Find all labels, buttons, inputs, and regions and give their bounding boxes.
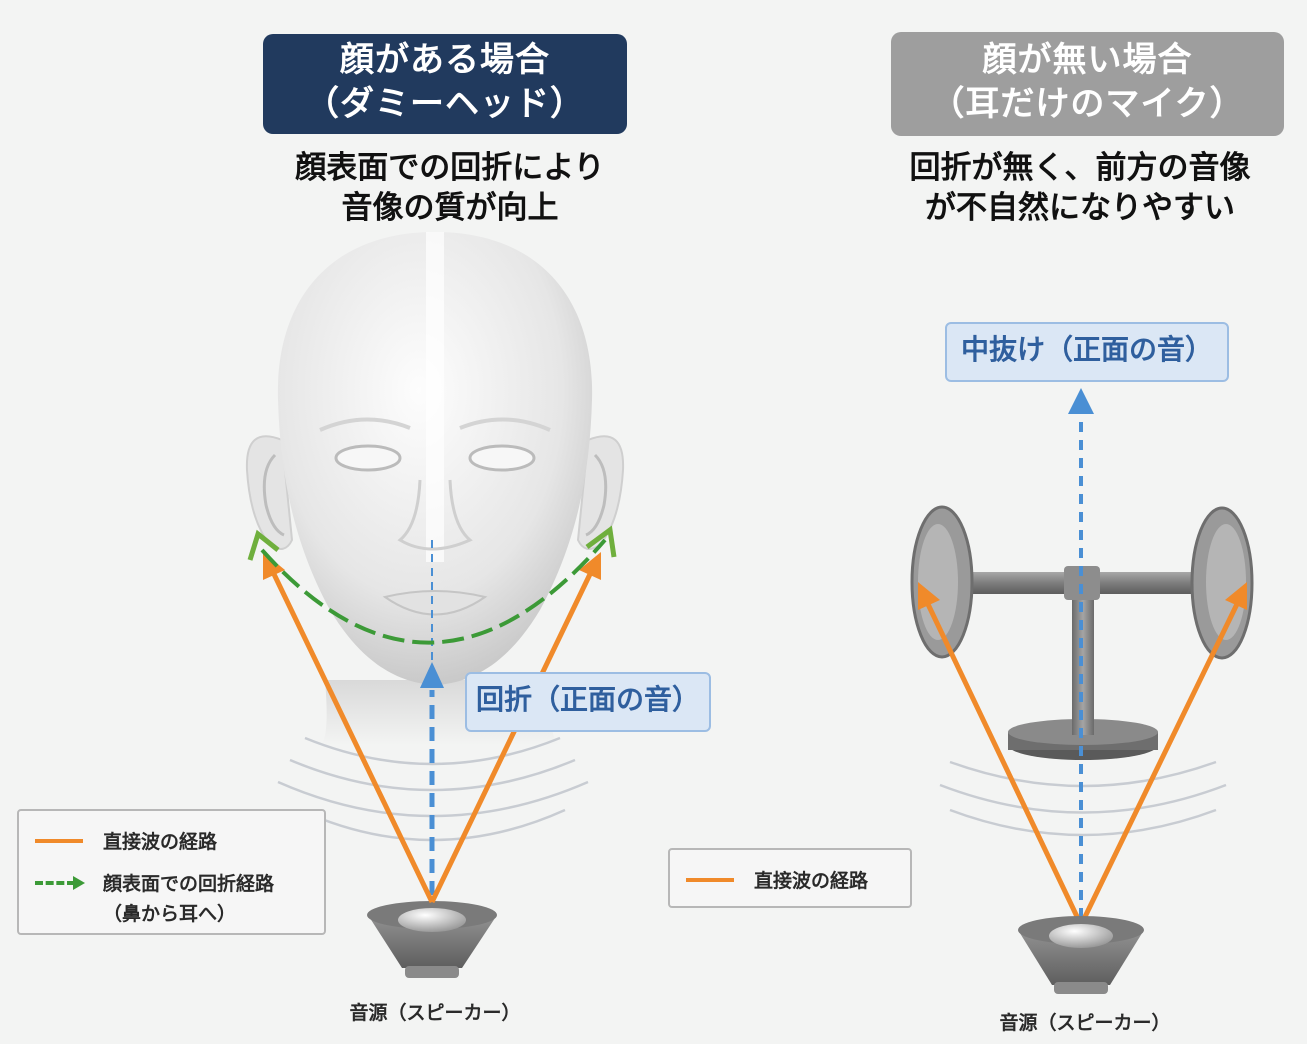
panel-with-face: 顔がある場合 （ダミーヘッド） 顔表面での回折により 音像の質が向上 回折（正面… [0, 0, 711, 1044]
speaker-icon [367, 901, 497, 978]
diffraction-path [247, 525, 617, 645]
green-dashed-arrow-icon [33, 871, 85, 895]
orange-line-icon [684, 868, 736, 892]
direct-wave-paths [918, 582, 1247, 927]
dummy-head-icon [277, 232, 593, 685]
left-ear-icon [245, 435, 294, 550]
legend-direct-label: 直接波の経路 [754, 870, 869, 892]
title-with-face: 顔がある場合 （ダミーヘッド） [263, 34, 627, 134]
title-line-2: （耳だけのマイク） [930, 84, 1245, 124]
direct-wave-paths [263, 552, 601, 904]
legend-with-face: 直接波の経路 顔表面での回折経路 （鼻から耳へ） [17, 809, 326, 935]
legend-diffraction-sub: （鼻から耳へ） [103, 903, 237, 925]
source-label: 音源（スピーカー） [999, 1012, 1171, 1034]
dummy-head-diagram [245, 232, 625, 978]
diffraction-callout: 回折（正面の音） [465, 672, 711, 732]
ear-mic-diagram [910, 388, 1254, 994]
orange-line-icon [33, 829, 85, 853]
legend-diffraction-row: 顔表面での回折経路 [33, 869, 274, 896]
right-ear-icon [576, 435, 625, 550]
description-line-2: が不自然になりやすい [925, 190, 1235, 226]
front-sound-path [1068, 388, 1094, 918]
description-with-face: 顔表面での回折により 音像の質が向上 [250, 148, 650, 228]
front-sound-path [420, 540, 444, 895]
description-line-1: 顔表面での回折により [295, 150, 605, 186]
title-line-1: 顔が無い場合 [982, 40, 1193, 80]
legend-direct-row: 直接波の経路 [33, 827, 217, 854]
hollow-center-callout: 中抜け（正面の音） [945, 322, 1229, 382]
speaker-icon [1018, 916, 1144, 994]
legend-without-face: 直接波の経路 [668, 848, 912, 908]
title-line-2: （ダミーヘッド） [305, 84, 585, 124]
description-line-1: 回折が無く、前方の音像 [909, 150, 1251, 186]
ear-microphone-icon [910, 505, 1254, 760]
panel-without-face: 顔が無い場合 （耳だけのマイク） 回折が無く、前方の音像 が不自然になりやすい … [650, 0, 1307, 1044]
legend-direct-label: 直接波の経路 [103, 831, 218, 853]
source-label: 音源（スピーカー） [349, 1002, 521, 1024]
description-line-2: 音像の質が向上 [341, 190, 559, 226]
title-without-face: 顔が無い場合 （耳だけのマイク） [891, 32, 1284, 136]
title-line-1: 顔がある場合 [340, 40, 550, 80]
legend-diffraction-label: 顔表面での回折経路 [103, 873, 275, 895]
legend-direct-row: 直接波の経路 [684, 866, 868, 893]
description-without-face: 回折が無く、前方の音像 が不自然になりやすい [870, 148, 1290, 228]
